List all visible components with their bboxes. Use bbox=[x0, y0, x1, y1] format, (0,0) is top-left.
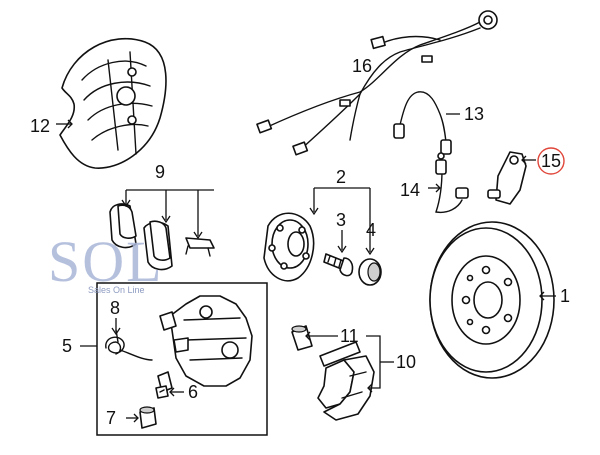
callout-8: 8 bbox=[110, 298, 120, 318]
callout-16: 16 bbox=[352, 56, 372, 76]
part-1-brake-disc bbox=[429, 221, 555, 379]
callout-6: 6 bbox=[188, 382, 198, 402]
part-3-hub-bolt bbox=[323, 253, 354, 277]
part-10-caliper-carrier bbox=[317, 355, 375, 421]
part-14-brake-hose bbox=[435, 152, 469, 214]
callout-13: 13 bbox=[464, 104, 484, 124]
highlight-ring-15 bbox=[537, 147, 565, 175]
watermark-logo-text: SOL bbox=[48, 229, 164, 294]
part-6-bleed-screw bbox=[155, 371, 173, 399]
callout-4: 4 bbox=[366, 220, 376, 240]
callout-1: 1 bbox=[560, 286, 570, 306]
callout-15: 15 bbox=[541, 151, 561, 171]
caliper-assembly-box bbox=[96, 282, 268, 436]
callout-14: 14 bbox=[400, 180, 420, 200]
part-2-wheel-hub bbox=[263, 212, 315, 282]
callout-2: 2 bbox=[336, 167, 346, 187]
part-16-wiring-harness bbox=[256, 10, 498, 156]
part-15-speed-sensor bbox=[487, 151, 527, 205]
part-13-sensor-lead bbox=[393, 91, 452, 155]
callout-12: 12 bbox=[30, 116, 50, 136]
callout-9: 9 bbox=[155, 162, 165, 182]
part-9-brake-pads bbox=[109, 203, 215, 271]
part-7-cap bbox=[139, 406, 157, 429]
callout-7: 7 bbox=[106, 408, 116, 428]
callout-5: 5 bbox=[62, 336, 72, 356]
callout-11: 11 bbox=[340, 326, 359, 346]
part-11-guide-sleeves bbox=[291, 325, 361, 367]
part-4-dust-cap bbox=[358, 258, 382, 286]
part-5-caliper bbox=[159, 295, 253, 387]
part-12-backing-plate bbox=[59, 37, 167, 169]
watermark-subtitle: Sales On Line bbox=[88, 285, 145, 295]
part-8-spring bbox=[105, 329, 153, 361]
callout-10: 10 bbox=[396, 352, 416, 372]
callout-3: 3 bbox=[336, 210, 346, 230]
